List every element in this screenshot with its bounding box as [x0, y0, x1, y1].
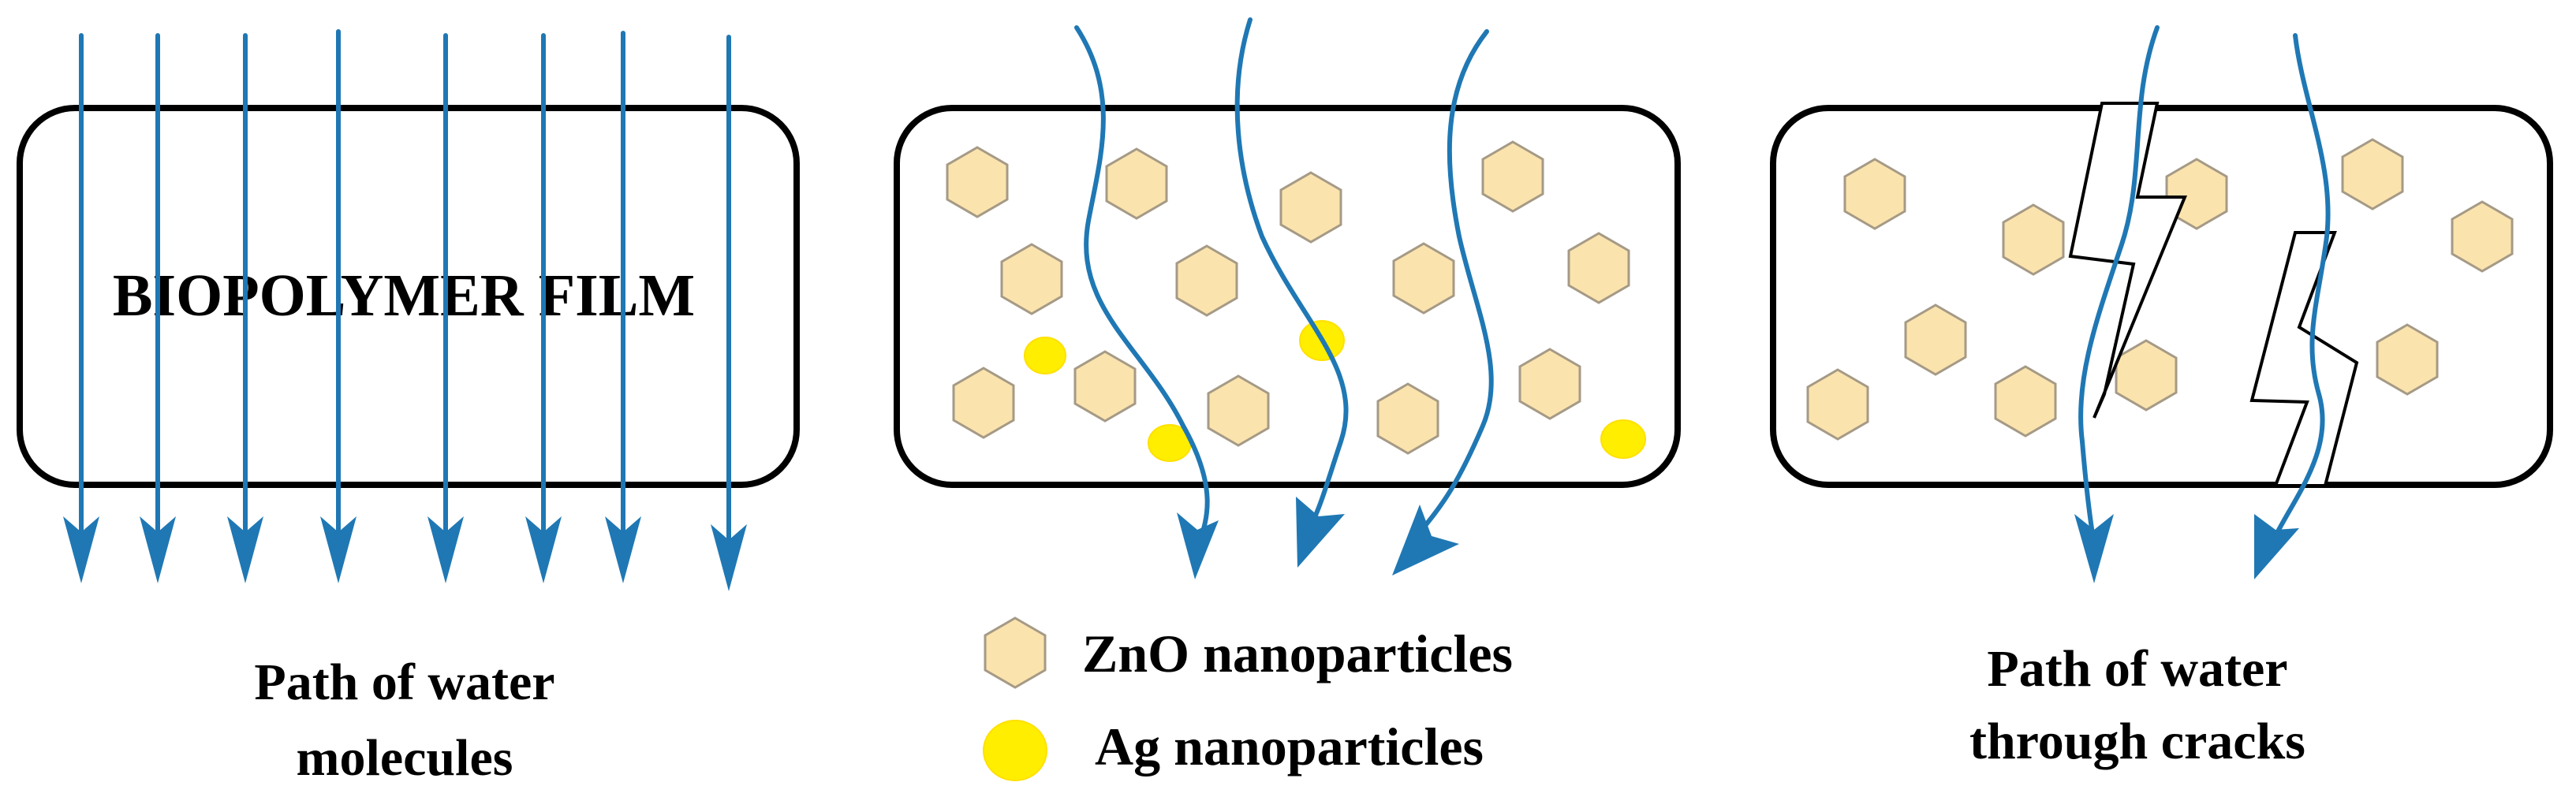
water-arrow-tortuous: [1074, 25, 1219, 579]
water-arrow-through-crack: [2074, 25, 2160, 583]
caption-line-2: molecules: [297, 729, 513, 787]
water-arrows-tortuous: [1074, 17, 1494, 579]
caption-line-2: through cracks: [1969, 713, 2305, 770]
water-arrows-straight: [63, 29, 747, 591]
legend-zno-hexagon-icon: [984, 616, 1047, 689]
ag-dot: [1024, 337, 1066, 374]
water-arrow-tortuous: [1234, 17, 1349, 568]
film-label: BIOPOLYMER FILM: [113, 263, 695, 329]
water-arrow-straight: [525, 33, 562, 583]
legend-ag-label: Ag nanoparticles: [1095, 717, 1484, 777]
water-arrow-through-crack: [2254, 33, 2331, 579]
water-arrows-through-cracks: [2074, 25, 2331, 583]
legend-zno-label: ZnO nanoparticles: [1082, 624, 1513, 683]
ag-dot: [1600, 419, 1646, 459]
panel-nanocomposite-film: ZnO nanoparticles Ag nanoparticles: [894, 17, 1681, 781]
panel-biopolymer-film: BIOPOLYMER FILM: [17, 29, 800, 787]
water-arrow-straight: [63, 33, 99, 583]
water-arrow-straight: [140, 33, 176, 583]
water-arrow-tortuous: [1392, 29, 1494, 575]
film-rectangle: [17, 105, 800, 488]
water-arrow-straight: [427, 33, 464, 583]
water-arrow-straight: [605, 31, 641, 583]
water-arrow-straight: [320, 29, 357, 583]
legend-ag-dot-icon: [983, 720, 1047, 781]
legend: ZnO nanoparticles Ag nanoparticles: [983, 616, 1513, 781]
caption-line-1: Path of water: [1987, 640, 2287, 698]
water-arrow-straight: [227, 33, 263, 583]
ag-nanoparticles: [1024, 320, 1646, 462]
panel-cracked-film: Path of water through cracks: [1770, 25, 2553, 770]
caption-line-1: Path of water: [254, 654, 554, 711]
water-arrow-straight: [711, 35, 747, 591]
crack-left: [2068, 102, 2187, 419]
film-rectangle: [1770, 105, 2553, 488]
